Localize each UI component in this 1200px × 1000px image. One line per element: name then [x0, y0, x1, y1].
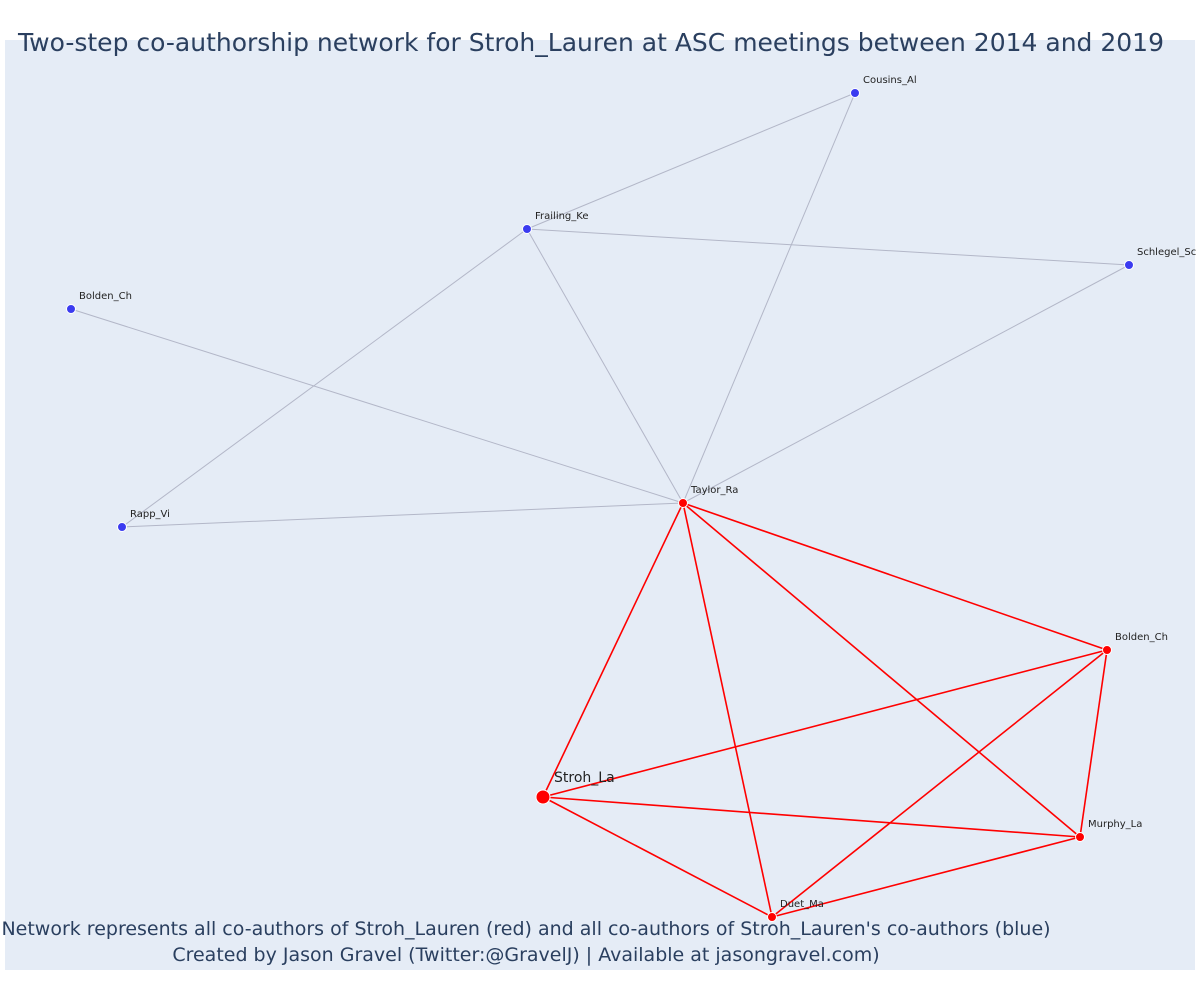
edge-bolden_red-duet	[771, 649, 1108, 918]
edge-taylor-bolden_red	[682, 502, 1108, 651]
node-label-taylor: Taylor_Ra	[690, 485, 738, 496]
edge-taylor-frailing	[526, 228, 684, 504]
chart-title: Two-step co-authorship network for Stroh…	[18, 28, 1164, 57]
node-label-bolden_blue: Bolden_Ch	[79, 291, 132, 302]
node-murphy[interactable]	[1075, 832, 1085, 842]
node-label-schlegel: Schlegel_Sc	[1137, 247, 1196, 258]
edge-bolden_red-murphy	[1079, 649, 1108, 838]
edge-taylor-bolden_blue	[70, 308, 684, 504]
edge-frailing-schlegel	[526, 228, 1130, 266]
edge-taylor-cousins	[682, 92, 856, 504]
node-frailing[interactable]	[522, 224, 532, 234]
node-label-stroh: Stroh_La	[554, 770, 615, 786]
node-bolden_blue[interactable]	[66, 304, 76, 314]
edge-stroh-duet	[542, 796, 773, 918]
node-label-bolden_red: Bolden_Ch	[1115, 632, 1168, 643]
network-plot-area	[5, 40, 1195, 970]
node-schlegel[interactable]	[1124, 260, 1134, 270]
node-duet[interactable]	[767, 912, 777, 922]
node-label-cousins: Cousins_Al	[863, 75, 917, 86]
node-label-duet: Duet_Ma	[780, 899, 824, 910]
edge-stroh-bolden_red	[542, 649, 1108, 798]
node-cousins[interactable]	[850, 88, 860, 98]
node-taylor[interactable]	[678, 498, 688, 508]
node-label-murphy: Murphy_La	[1088, 819, 1142, 830]
edge-taylor-rapp	[121, 502, 684, 528]
legend-caption: Network represents all co-authors of Str…	[1, 918, 1051, 940]
edges-layer	[70, 92, 1130, 918]
edge-murphy-duet	[771, 836, 1081, 918]
edge-stroh-taylor	[542, 502, 684, 798]
edge-stroh-murphy	[542, 796, 1081, 838]
credit-caption: Created by Jason Gravel (Twitter:@Gravel…	[172, 944, 880, 966]
edge-taylor-schlegel	[682, 264, 1130, 504]
edge-taylor-duet	[682, 502, 773, 918]
node-stroh[interactable]	[535, 789, 551, 805]
edge-taylor-murphy	[682, 502, 1081, 838]
node-bolden_red[interactable]	[1102, 645, 1112, 655]
node-label-frailing: Frailing_Ke	[535, 211, 589, 222]
node-label-rapp: Rapp_Vi	[130, 509, 170, 520]
edge-frailing-cousins	[526, 92, 856, 230]
edge-frailing-rapp	[121, 228, 528, 528]
labels-layer: Stroh_LaTaylor_RaBolden_ChMurphy_LaDuet_…	[79, 75, 1196, 910]
nodes-layer	[66, 88, 1134, 922]
node-rapp[interactable]	[117, 522, 127, 532]
